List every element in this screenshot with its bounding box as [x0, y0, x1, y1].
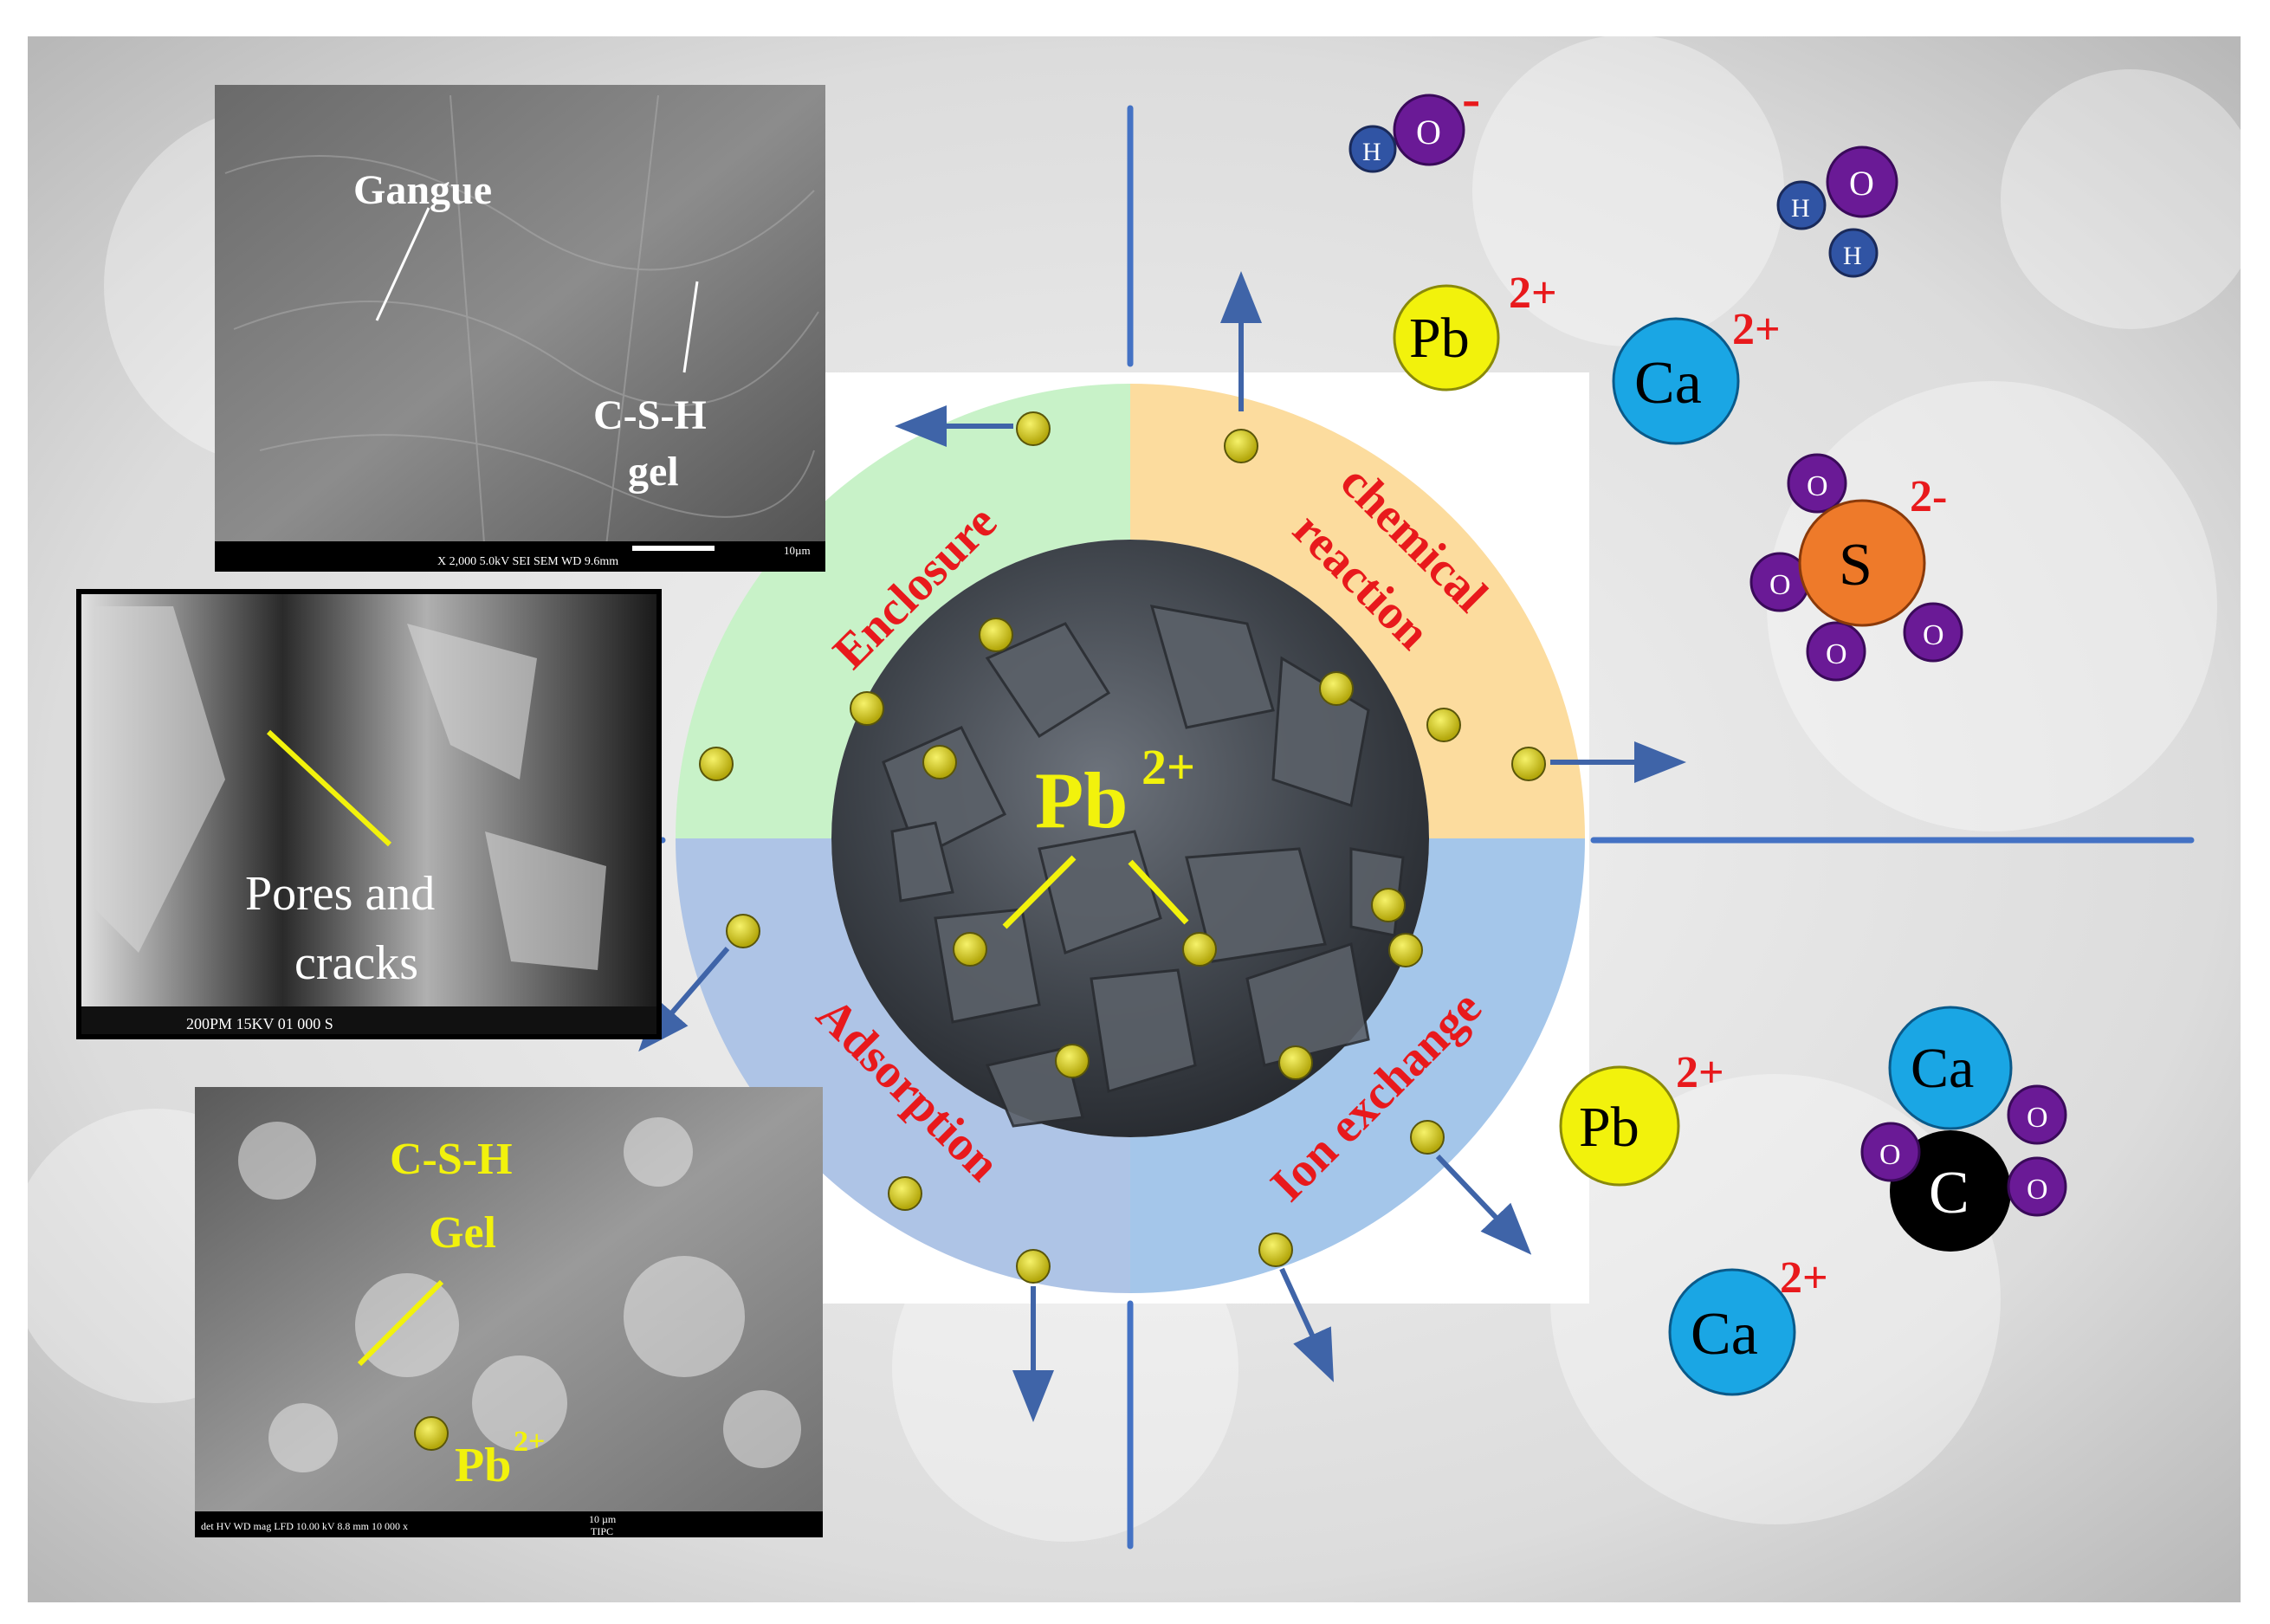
center-pb-charge: 2+ [1141, 739, 1195, 795]
sem-bottom-institution: TIPC [591, 1525, 613, 1537]
ion-sulfate: S O O O O 2- [1749, 453, 1963, 682]
sem-bottom-gel-label: Gel [429, 1208, 496, 1258]
sem-bottom-pb-charge: 2+ [514, 1426, 545, 1458]
pb-particles [699, 411, 1546, 1284]
enclosure-quadrant [676, 384, 1130, 838]
calcium-carbonate: Ca C O O O [1860, 1006, 2067, 1252]
pb-particle [922, 745, 957, 780]
axis-lines [659, 105, 2195, 1550]
hydroxide-charge: - [1462, 68, 1480, 129]
sem-middle-scalebar: 200PM 15KV 01 000 S [186, 1015, 333, 1032]
water-h1: H [1791, 194, 1810, 223]
water-h2: H [1843, 242, 1862, 270]
sem-top-scale-unit: 10µm [784, 544, 811, 557]
pb-particle [850, 691, 884, 726]
lead-bottom-charge: 2+ [1676, 1048, 1724, 1097]
pb-particle [1319, 671, 1354, 706]
pb-particle [1410, 1120, 1445, 1155]
calcium-top-symbol: Ca [1634, 350, 1702, 417]
rock-core: Pb 2+ [831, 540, 1429, 1137]
calcium-bottom-symbol: Ca [1691, 1301, 1758, 1368]
sulfate-o3: O [1826, 638, 1847, 670]
adsorption-quadrant [676, 838, 1130, 1293]
caco3-o1: O [1879, 1139, 1901, 1171]
pb-particle [1511, 747, 1546, 781]
core-pointer-right [1128, 859, 1189, 925]
ion-hydroxide: O H - [1348, 68, 1480, 173]
arrow-exchange-right [1435, 1154, 1532, 1255]
sem-bottom-csh-label: C-S-H [390, 1135, 513, 1184]
hydroxide-o: O [1416, 113, 1441, 152]
sem-top-gangue-label: Gangue [353, 167, 492, 213]
pb-particle [1371, 888, 1406, 922]
pb-particle [1258, 1233, 1293, 1267]
lead-top-symbol: Pb [1409, 307, 1470, 370]
sem-bottom-scalebar: det HV WD mag LFD 10.00 kV 8.8 mm 10 000… [201, 1520, 408, 1532]
sem-image-bottom: det HV WD mag LFD 10.00 kV 8.8 mm 10 000… [195, 1087, 823, 1537]
calcium-bottom-charge: 2+ [1780, 1253, 1828, 1303]
arrow-exchange-down [1279, 1267, 1334, 1382]
sem-top-csh-label: C-S-H [593, 392, 707, 438]
pb-particle [1016, 411, 1051, 446]
pb-particle [699, 747, 734, 781]
caco3-c: C [1929, 1160, 1969, 1226]
pb-particle [1224, 429, 1258, 463]
ion-lead-top: Pb 2+ [1393, 269, 1557, 391]
water-o: O [1849, 164, 1874, 203]
lead-top-charge: 2+ [1509, 269, 1557, 318]
sulfate-o4: O [1923, 619, 1944, 651]
pb-particle [1055, 1044, 1090, 1078]
pb-particle [979, 618, 1013, 652]
sem-bottom-pb-particle [414, 1416, 449, 1451]
pb-particle [888, 1176, 922, 1211]
core-pointer-left [1002, 855, 1077, 929]
mechanism-ring [676, 384, 1585, 1293]
calcium-top-charge: 2+ [1732, 305, 1781, 354]
center-pb-label: Pb [1035, 756, 1128, 844]
sem-image-top: X 2,000 5.0kV SEI SEM WD 9.6mm 10µm Gang… [215, 85, 825, 572]
hydroxide-h: H [1362, 138, 1381, 166]
ion-calcium-top: Ca 2+ [1612, 305, 1781, 445]
sem-bottom-pb-label: Pb [455, 1439, 511, 1492]
sem-image-middle: 200PM 15KV 01 000 S Pores and cracks [76, 589, 662, 1039]
ion-water: O H H [1776, 146, 1898, 278]
caco3-o3: O [2027, 1174, 2048, 1206]
sem-middle-cracks-label: cracks [294, 936, 418, 990]
sulfate-s: S [1839, 532, 1872, 598]
chemical-reaction-quadrant [1130, 384, 1585, 838]
pb-particle [726, 914, 760, 948]
pb-particle [953, 932, 987, 967]
pb-particle [1388, 933, 1423, 967]
pb-particle [1016, 1249, 1051, 1284]
pb-particle [1278, 1045, 1313, 1080]
ion-calcium-bottom: Ca 2+ [1668, 1253, 1828, 1396]
caco3-ca: Ca [1911, 1037, 1974, 1100]
pb-particle [1182, 932, 1217, 967]
caco3-o2: O [2027, 1102, 2048, 1134]
sem-middle-pores-label: Pores and [245, 867, 435, 921]
lead-bottom-symbol: Pb [1579, 1096, 1639, 1159]
ion-exchange-quadrant [1130, 838, 1585, 1293]
sem-top-scalebar: X 2,000 5.0kV SEI SEM WD 9.6mm [437, 555, 618, 568]
sem-bottom-scale-unit: 10 µm [589, 1513, 617, 1525]
sulfate-o2: O [1769, 569, 1791, 601]
pb-particle [1426, 708, 1461, 742]
ion-lead-bottom: Pb 2+ [1559, 1048, 1724, 1187]
sulfate-o1: O [1807, 470, 1828, 502]
sem-top-gel-label: gel [628, 449, 679, 495]
sulfate-charge: 2- [1910, 472, 1947, 521]
